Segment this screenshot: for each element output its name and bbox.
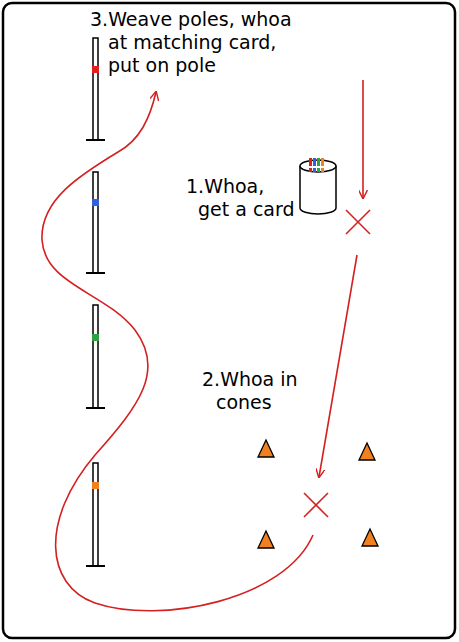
pole-color-marks (92, 66, 99, 489)
frame (3, 3, 455, 638)
cones (258, 440, 378, 548)
step-label: 2.Whoa in cones (202, 368, 301, 414)
route-arrows (42, 80, 363, 611)
whoa-marks (304, 210, 370, 517)
card-cup (300, 158, 336, 214)
step-label: 1.Whoa, get a card (186, 175, 298, 221)
step-label: 3.Weave poles, whoa at matching card, pu… (90, 8, 295, 77)
